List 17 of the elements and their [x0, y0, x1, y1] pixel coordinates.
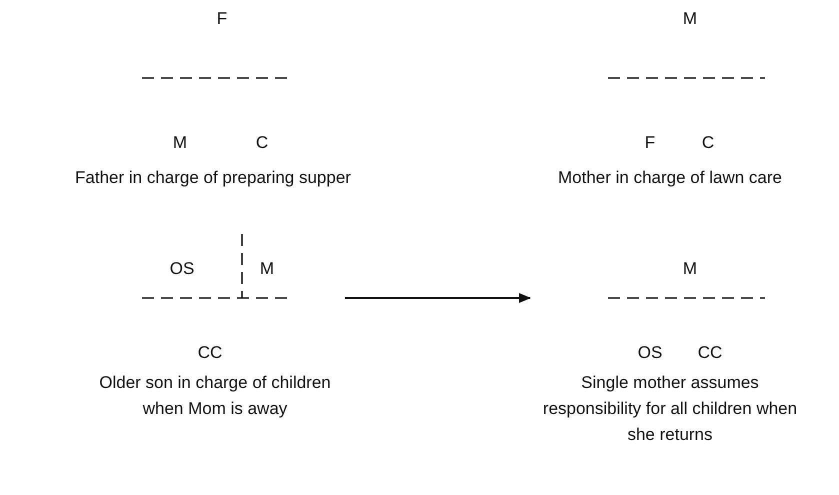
family-member-label: CC [196, 342, 224, 364]
caption-text: Mother in charge of lawn care [557, 167, 783, 189]
family-member-label: C [254, 132, 270, 154]
caption-text: Father in charge of preparing supper [74, 167, 352, 189]
family-member-label: M [682, 258, 698, 280]
arrow [345, 293, 531, 303]
family-member-label: CC [696, 342, 724, 364]
family-member-label: C [700, 132, 716, 154]
family-member-label: M [682, 8, 698, 30]
family-member-label: M [172, 132, 188, 154]
family-member-label: F [216, 8, 228, 30]
family-member-label: OS [636, 342, 664, 364]
caption-text: Older son in charge of children when Mom is away [98, 372, 332, 420]
caption-text: Single mother assumes responsibility for all children when she returns [542, 372, 798, 446]
family-member-label: M [258, 258, 276, 280]
family-member-label: F [644, 132, 656, 154]
family-member-label: OS [168, 258, 196, 280]
